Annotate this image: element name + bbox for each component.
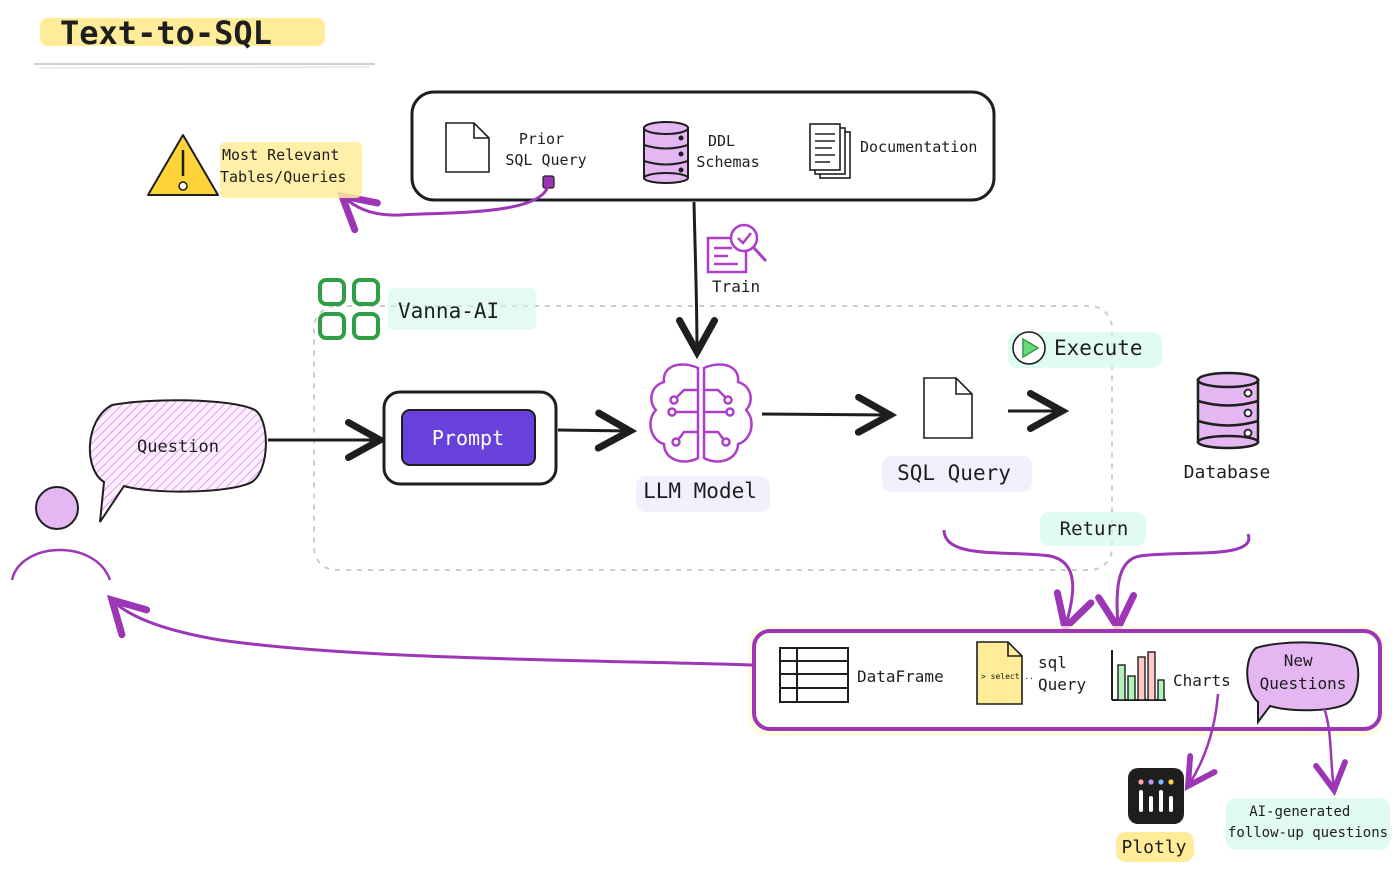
- execute-highlight: [1008, 332, 1162, 368]
- plotly-block: Plotly: [1116, 693, 1220, 862]
- checklist-search-icon: [706, 223, 768, 274]
- charts-label: Charts: [1173, 671, 1231, 690]
- document-icon: [445, 122, 490, 173]
- speech-bubble: [88, 399, 267, 523]
- vanna-label: Vanna-AI: [398, 299, 499, 323]
- warning-icon: [147, 134, 219, 196]
- sql-output-label: sql Query: [1038, 653, 1087, 694]
- question-bubble: Question: [88, 399, 267, 523]
- ddl-schemas-source: DDL Schemas: [643, 121, 760, 184]
- user-figure: [10, 486, 112, 581]
- table-icon: [779, 647, 849, 703]
- return-arrow-from-database: [1117, 533, 1251, 628]
- followup-highlight: [1226, 798, 1390, 850]
- user-head: [35, 486, 79, 530]
- sql-query-highlight: [882, 456, 1032, 492]
- return-highlight: [1040, 512, 1146, 546]
- database-icon: [643, 121, 689, 184]
- prompt-label: Prompt: [432, 426, 504, 450]
- charts-output: Charts: [1111, 650, 1231, 701]
- note-highlight: [220, 142, 362, 198]
- plotly-logo-icon: [1128, 768, 1184, 824]
- plotly-highlight: [1116, 832, 1194, 862]
- sql-document-fold: [955, 378, 972, 395]
- sql-query-label: SQL Query: [897, 461, 1011, 485]
- most-relevant-note: Most Relevant Tables/Queries: [147, 134, 550, 215]
- sql-query-block: SQL Query: [882, 377, 1032, 492]
- page-title: Text-to-SQL: [60, 14, 272, 52]
- sql-file-text: > select...: [981, 672, 1034, 681]
- prior-query-source: Prior SQL Query: [445, 122, 587, 189]
- documentation-source: Documentation: [809, 123, 977, 179]
- document-fold: [473, 123, 489, 139]
- sql-file-fold: [1007, 642, 1022, 657]
- database-block: Database: [1184, 371, 1271, 483]
- return-step: Return: [942, 512, 1251, 628]
- vanna-boundary: [313, 305, 1113, 571]
- sql-output: > select... sql Query: [976, 641, 1087, 705]
- title-highlight: [40, 18, 325, 46]
- training-sources-box: Prior SQL Query DDL Schemas: [410, 90, 996, 202]
- followup-block: AI-generated follow-up questions: [1226, 707, 1390, 850]
- prompt-box: [401, 409, 536, 466]
- ddl-schemas-label: DDL Schemas: [696, 132, 759, 171]
- database-label: Database: [1184, 462, 1271, 483]
- new-questions-bubble: [1246, 641, 1360, 725]
- brain-circuit-icon: [649, 363, 753, 463]
- dataframe-label: DataFrame: [857, 667, 944, 686]
- documents-stack-icon: [809, 123, 851, 179]
- new-questions-output: New Questions: [1246, 641, 1360, 725]
- documentation-label: Documentation: [860, 138, 977, 156]
- execute-label: Execute: [1054, 336, 1143, 360]
- followup-label: AI-generated follow-up questions: [1228, 804, 1388, 841]
- sql-document-icon: [923, 377, 973, 439]
- grid-logo-icon: [318, 278, 380, 340]
- llm-highlight: [636, 476, 770, 512]
- dataframe-output: DataFrame: [779, 647, 944, 703]
- question-label: Question: [137, 437, 219, 457]
- llm-to-sql-arrow: [761, 414, 890, 415]
- prompt-to-llm-arrow: [557, 430, 630, 431]
- return-label: Return: [1060, 518, 1129, 540]
- output-container: [752, 629, 1382, 731]
- new-questions-label: New Questions: [1260, 651, 1347, 693]
- title-block: Text-to-SQL: [34, 14, 375, 69]
- plotly-label: Plotly: [1121, 837, 1186, 858]
- play-icon: [1022, 337, 1040, 359]
- return-arrow-from-sql: [942, 529, 1073, 628]
- llm-label: LLM Model: [643, 479, 757, 503]
- relevant-arrow: [342, 185, 550, 215]
- llm-block: LLM Model: [636, 363, 770, 512]
- train-arrow: [694, 201, 697, 352]
- user-body: [10, 548, 112, 581]
- sql-file-icon: [976, 641, 1023, 705]
- output-to-user-arrow: [112, 600, 753, 667]
- train-step: Train: [694, 201, 768, 352]
- vanna-ai-area: Vanna-AI: [313, 278, 1113, 571]
- vanna-highlight: [388, 288, 536, 330]
- most-relevant-label: Most Relevant Tables/Queries: [220, 146, 348, 186]
- bar-chart-icon: [1111, 650, 1166, 701]
- execute-step: Execute: [1008, 331, 1162, 368]
- database-cylinder-icon: [1196, 371, 1260, 450]
- questions-to-followup-arrow: [1324, 707, 1334, 790]
- title-underline-2: [39, 66, 371, 69]
- prompt-block: Prompt: [382, 390, 558, 486]
- charts-to-plotly-arrow: [1188, 693, 1220, 786]
- output-box: DataFrame > select... sql Query Cha: [748, 626, 1384, 736]
- train-label: Train: [712, 277, 760, 296]
- prior-query-label: Prior SQL Query: [505, 130, 586, 169]
